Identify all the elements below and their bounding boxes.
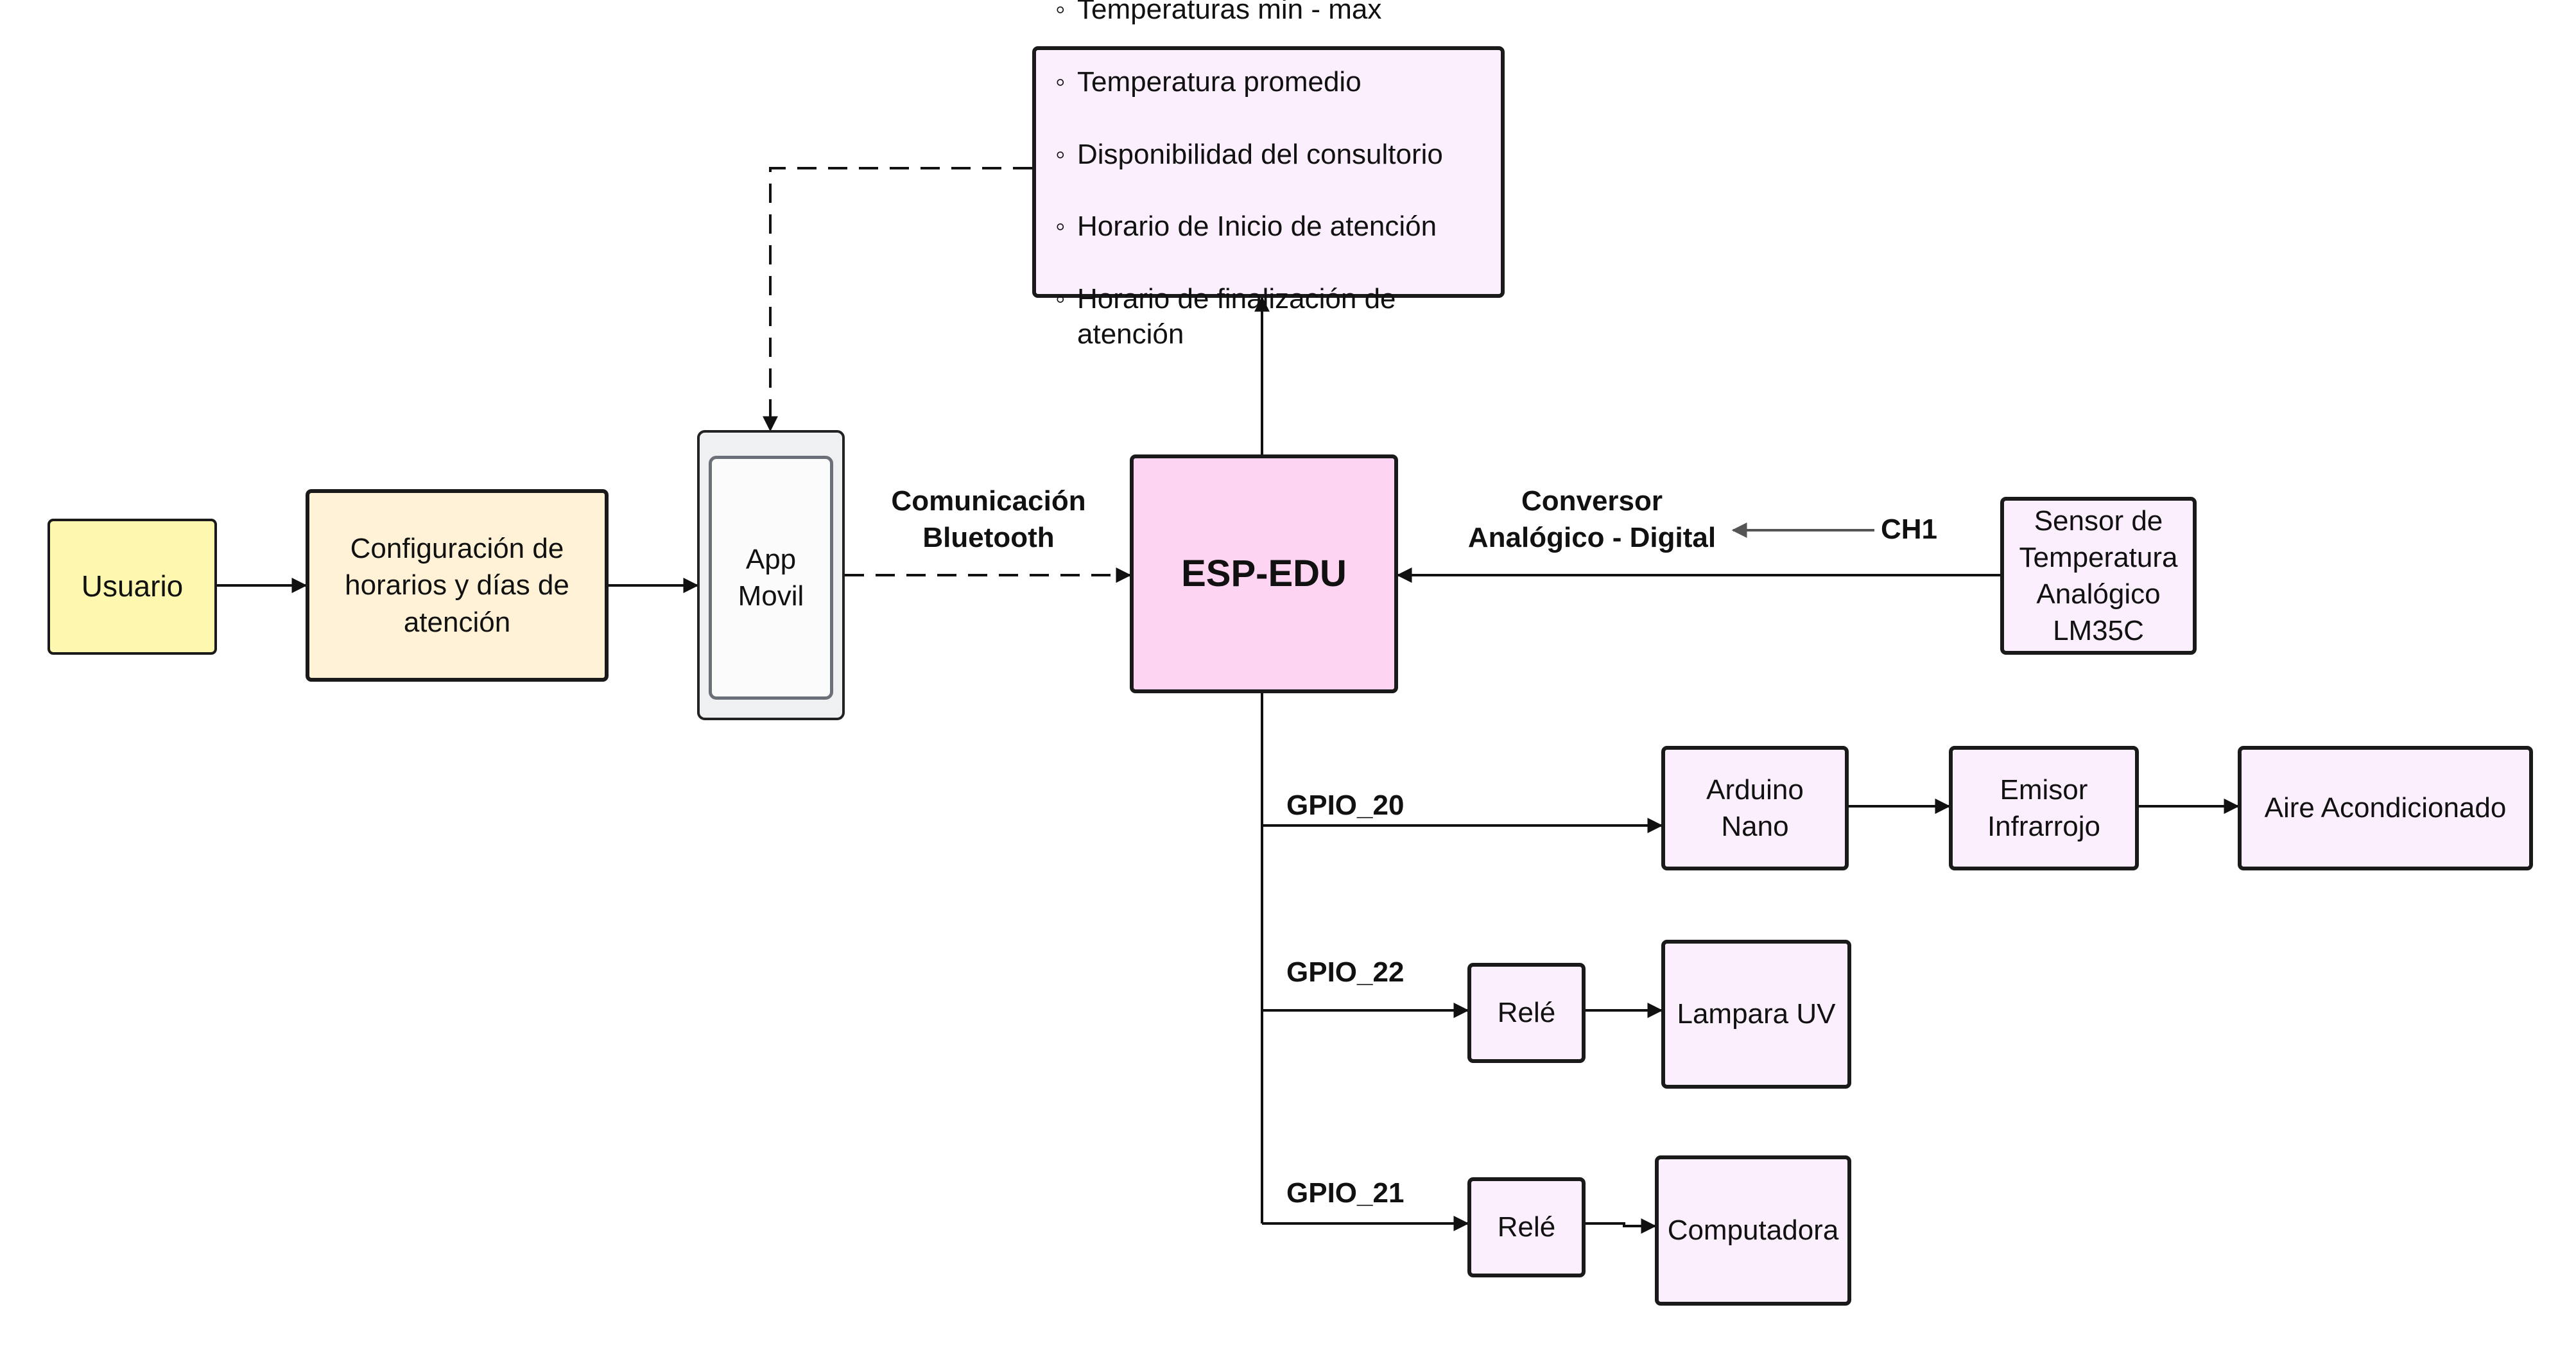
node-configuracion: Configuración de horarios y días de aten… bbox=[306, 489, 609, 682]
node-lampara-uv: Lampara UV bbox=[1661, 940, 1851, 1089]
label-bluetooth: Comunicación Bluetooth bbox=[891, 485, 1086, 554]
node-usuario: Usuario bbox=[48, 519, 217, 655]
node-rele-gpio21: Relé bbox=[1467, 1177, 1586, 1277]
label-conversor-adc: Conversor Analógico - Digital bbox=[1467, 485, 1716, 554]
node-rele-gpio22: Relé bbox=[1467, 963, 1586, 1063]
node-app-movil: App Movil bbox=[697, 430, 845, 720]
info-item: Horario de finalización de atención bbox=[1055, 281, 1482, 352]
node-computadora: Computadora bbox=[1655, 1155, 1851, 1306]
node-emisor-infrarrojo: Emisor Infrarrojo bbox=[1949, 746, 2139, 870]
info-item: Disponibilidad del consultorio bbox=[1055, 137, 1482, 173]
info-item: Horario de Inicio de atención bbox=[1055, 209, 1482, 245]
node-aire-acondicionado: Aire Acondicionado bbox=[2238, 746, 2533, 870]
node-esp-edu: ESP-EDU bbox=[1130, 454, 1398, 693]
label-ch1: CH1 bbox=[1881, 514, 1938, 545]
node-arduino-nano: Arduino Nano bbox=[1661, 746, 1849, 870]
label-gpio20: GPIO_20 bbox=[1286, 790, 1405, 821]
info-item: Temperaturas min - max bbox=[1055, 0, 1482, 28]
phone-screen: App Movil bbox=[709, 456, 833, 700]
edge-info-app-dashed bbox=[763, 167, 1032, 432]
node-info-panel: Temperaturas min - max Temperatura prome… bbox=[1032, 0, 1505, 350]
edge-rele-computadora bbox=[1583, 1218, 1657, 1234]
info-list: Temperaturas min - max Temperatura prome… bbox=[1055, 0, 1482, 389]
label-gpio22: GPIO_22 bbox=[1286, 956, 1405, 988]
label-gpio21: GPIO_21 bbox=[1286, 1177, 1405, 1209]
node-sensor-lm35c: Sensor de Temperatura Analógico LM35C bbox=[2000, 497, 2197, 655]
info-item: Temperatura promedio bbox=[1055, 64, 1482, 100]
